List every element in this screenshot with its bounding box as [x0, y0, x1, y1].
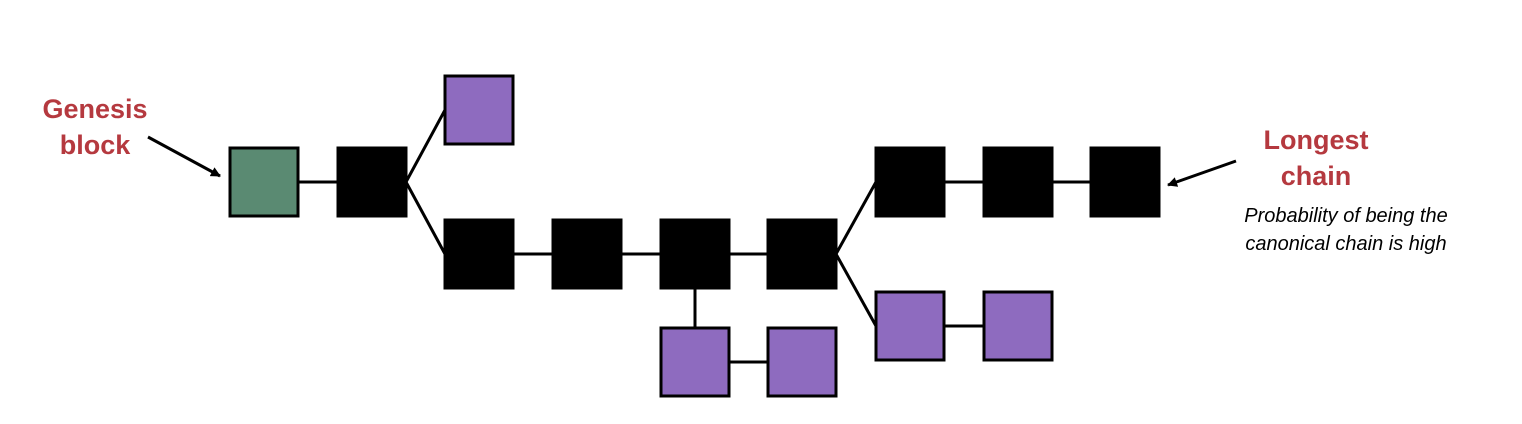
blocks — [228, 74, 1161, 398]
block-b1 — [336, 146, 408, 218]
link-m4-orphan-right-1 — [834, 253, 878, 327]
block-t1 — [874, 146, 946, 218]
block-m4 — [766, 218, 838, 290]
block-t3 — [1089, 146, 1161, 218]
longest-chain-label: Longest chain — [1246, 122, 1386, 194]
genesis-label-line2: block — [59, 130, 131, 160]
block-m2 — [551, 218, 623, 290]
block-m1 — [443, 218, 515, 290]
block-orphan-low-1 — [659, 326, 731, 398]
canonical-note: Probability of being the canonical chain… — [1206, 202, 1486, 258]
genesis-label-line1: Genesis — [42, 94, 148, 124]
link-m4-t1 — [834, 181, 878, 255]
link-b1-orphan-top — [404, 109, 447, 183]
block-orphan-top — [443, 74, 515, 146]
block-genesis — [228, 146, 300, 218]
block-m3 — [659, 218, 731, 290]
longest-chain-arrow — [1167, 159, 1237, 187]
longest-chain-label-line1: Longest — [1263, 125, 1369, 155]
longest-chain-label-line2: chain — [1280, 161, 1352, 191]
block-orphan-right-2 — [982, 290, 1054, 362]
block-t2 — [982, 146, 1054, 218]
block-orphan-right-1 — [874, 290, 946, 362]
genesis-label: Genesis block — [30, 91, 160, 163]
block-links — [298, 109, 1091, 364]
genesis-arrow — [147, 135, 221, 178]
link-b1-m1 — [404, 181, 447, 255]
canonical-note-line2: canonical chain is high — [1245, 233, 1447, 255]
canonical-note-line1: Probability of being the — [1244, 205, 1448, 227]
block-orphan-low-2 — [766, 326, 838, 398]
